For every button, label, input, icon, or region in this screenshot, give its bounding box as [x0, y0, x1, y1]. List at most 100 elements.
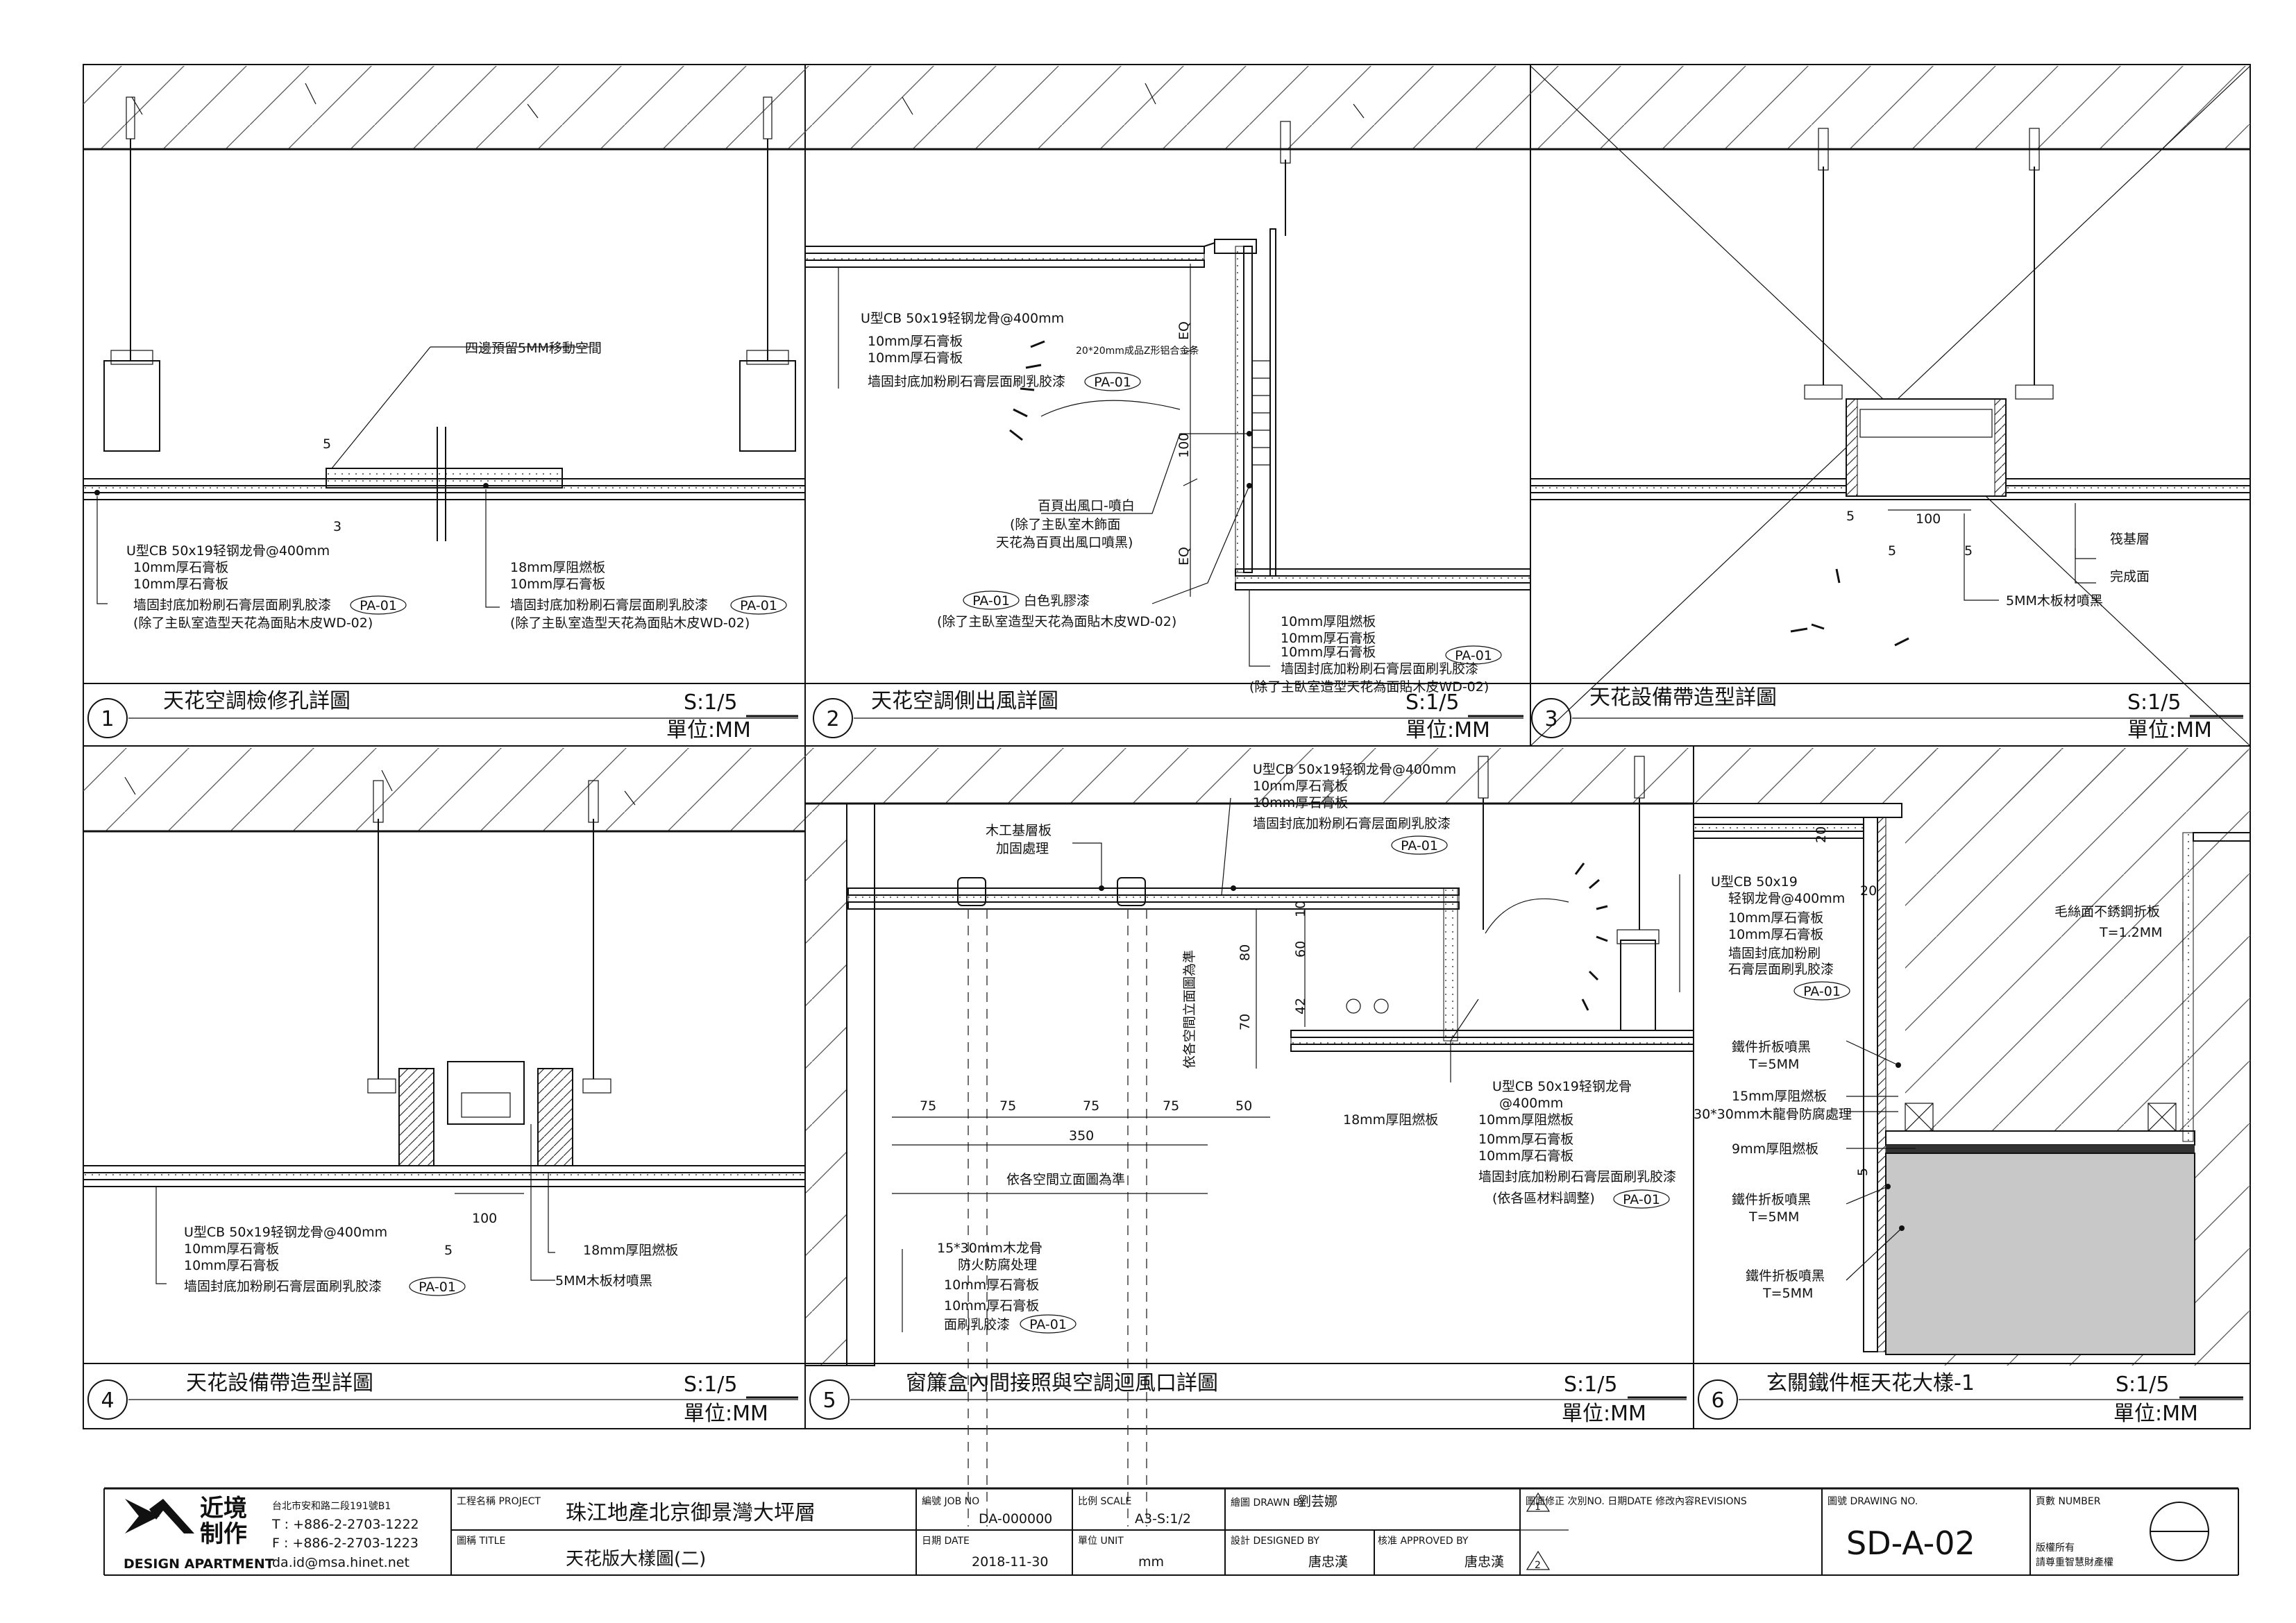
p5-note-1: U型CB 50x19轻钢龙骨@400mm — [1253, 762, 1456, 777]
p3-dim-3: 5 — [1888, 543, 1896, 559]
tb-job-label: 編號 JOB NO — [922, 1496, 979, 1507]
p2-note-3: 10mm厚石膏板 — [868, 350, 963, 366]
logo-en: DESIGN APARTMENT — [124, 1556, 274, 1572]
p5-note-18: 依各空間立面圖為準 — [1006, 1172, 1125, 1187]
p5-dim-4: 42 — [1293, 998, 1308, 1014]
tb-date-label: 日期 DATE — [922, 1536, 970, 1547]
p3-note-2: 完成面 — [2110, 569, 2150, 584]
p5-note-3: 10mm厚石膏板 — [1253, 794, 1348, 810]
p6-note-5: 墙固封底加粉刷 — [1728, 946, 1821, 961]
p5-dim-10: 50 — [1235, 1098, 1252, 1114]
p1-dim-2: 3 — [333, 519, 341, 534]
p5-dim-7: 75 — [999, 1098, 1016, 1114]
tb-copyright-1: 版權所有 — [2036, 1543, 2075, 1554]
p5-note-2: 10mm厚石膏板 — [1253, 778, 1348, 794]
tb-rev2: 2 — [1535, 1560, 1541, 1571]
p6-note-9: T=1.2MM — [2099, 925, 2163, 940]
p4-note-7: 5MM木板材噴黑 — [555, 1273, 652, 1289]
p5-note-17: PA-01 — [1623, 1192, 1660, 1207]
p2-note-15: 10mm厚石膏板 — [1281, 644, 1376, 660]
panel-5-detail — [804, 748, 1694, 1527]
p5-dim-9: 75 — [1163, 1098, 1179, 1114]
p6-note-6: 石膏层面刷乳胶漆 — [1728, 961, 1834, 977]
tb-approved: 唐忠漢 — [1464, 1554, 1504, 1570]
title-block — [103, 1487, 2239, 1576]
p1-number: 1 — [101, 707, 114, 731]
tb-copyright-2: 請尊重智慧財產權 — [2036, 1556, 2113, 1568]
p5-dim-3: 80 — [1238, 944, 1253, 961]
p2-unit: 單位:MM — [1406, 718, 1490, 742]
p2-note-14: 10mm厚石膏板 — [1281, 630, 1376, 646]
p2-note-16: 墙固封底加粉刷石膏层面刷乳胶漆 — [1281, 661, 1478, 677]
p2-note-13: 10mm厚阻燃板 — [1281, 614, 1376, 629]
p2-note-11: 白色乳膠漆 — [1024, 593, 1090, 609]
p6-number: 6 — [1711, 1388, 1724, 1413]
p2-dim-1: EQ — [1176, 321, 1192, 340]
p6-note-11: T=5MM — [1748, 1057, 1799, 1072]
p2-note-6: 20*20mm成品Z形铝合金条 — [1076, 345, 1199, 357]
p2-dim-3: EQ — [1176, 547, 1192, 566]
p4-title: 天花設備帶造型詳圖 — [186, 1371, 373, 1395]
p3-dim-4: 5 — [1964, 543, 1973, 559]
p5-note-6: 木工基層板 — [986, 823, 1052, 838]
p2-note-8: (除了主臥室木飾面 — [1010, 517, 1120, 532]
p6-note-3: 10mm厚石膏板 — [1728, 910, 1823, 926]
panel-1-detail — [83, 66, 806, 608]
p4-unit: 單位:MM — [684, 1402, 768, 1426]
p2-note-5: PA-01 — [1094, 375, 1131, 390]
p6-note-8: 毛絲面不銹鋼折板 — [2054, 904, 2160, 919]
tb-revisions-label: 圖面修正 次別NO. 日期DATE 修改內容REVISIONS — [1526, 1495, 1747, 1507]
p3-dim-1: 5 — [1846, 509, 1855, 524]
tb-drawn: 劉芸娜 — [1298, 1494, 1337, 1509]
p3-title: 天花設備帶造型詳圖 — [1589, 686, 1777, 710]
p4-note-2: 10mm厚石膏板 — [184, 1241, 279, 1257]
tb-drawing-no: SD-A-02 — [1846, 1524, 1975, 1562]
p6-note-17: 鐵件折板噴黑 — [1746, 1268, 1825, 1284]
p5-note-24: PA-01 — [1029, 1317, 1067, 1332]
p5-number: 5 — [822, 1388, 836, 1413]
p5-dim-2: 60 — [1293, 941, 1308, 958]
p1-note-3: 10mm厚石膏板 — [133, 559, 228, 575]
p1-note-8: 18mm厚阻燃板 — [510, 560, 605, 575]
p6-unit: 單位:MM — [2113, 1402, 2198, 1426]
p6-note-16: T=5MM — [1748, 1209, 1799, 1225]
p2-note-4: 墙固封底加粉刷石膏层面刷乳胶漆 — [868, 373, 1065, 389]
p4-dim-2: 100 — [472, 1211, 497, 1226]
tb-unit: mm — [1138, 1554, 1164, 1570]
tb-designed-label: 設計 DESIGNED BY — [1231, 1536, 1319, 1547]
p6-dim-2: 20 — [1860, 883, 1877, 899]
tb-page-label: 頁數 NUMBER — [2036, 1496, 2101, 1507]
p1-dim-1: 5 — [323, 436, 331, 452]
p4-scale: S:1/5 — [684, 1373, 737, 1397]
p6-note-13: 30*30mm木龍骨防腐處理 — [1694, 1107, 1852, 1122]
p5-note-22: 10mm厚石膏板 — [944, 1298, 1039, 1314]
p1-note-2: U型CB 50x19轻钢龙骨@400mm — [126, 543, 330, 559]
tb-drawn-label: 繪圖 DRAWN BY — [1231, 1497, 1306, 1509]
p6-title: 玄關鐵件框天花大樣-1 — [1766, 1371, 1975, 1395]
p1-note-12: (除了主臥室造型天花為面貼木皮WD-02) — [510, 615, 750, 631]
tb-rev1: 1 — [1535, 1502, 1541, 1513]
p5-note-23: 面刷乳胶漆 — [944, 1317, 1010, 1332]
p5-unit: 單位:MM — [1562, 1402, 1646, 1426]
p4-number: 4 — [101, 1388, 114, 1413]
logo-cn-2: 制作 — [200, 1520, 247, 1548]
p1-note-11: PA-01 — [740, 598, 777, 613]
p5-dim-8: 75 — [1083, 1098, 1099, 1114]
p2-note-12: (除了主臥室造型天花為面貼木皮WD-02) — [937, 614, 1176, 629]
p1-unit: 單位:MM — [666, 718, 751, 742]
p2-note-7: 百頁出風口-噴白 — [1038, 498, 1135, 513]
p4-note-3: 10mm厚石膏板 — [184, 1257, 279, 1273]
p3-dim-2: 100 — [1916, 511, 1941, 527]
tb-scale: A3-S:1/2 — [1135, 1511, 1191, 1527]
p6-note-14: 9mm厚阻燃板 — [1732, 1141, 1818, 1157]
panel-4-detail — [83, 748, 806, 1284]
p6-note-10: 鐵件折板噴黑 — [1732, 1039, 1811, 1055]
p1-note-9: 10mm厚石膏板 — [510, 576, 605, 592]
p6-note-2: 轻钢龙骨@400mm — [1728, 891, 1845, 906]
p1-note-5: 墙固封底加粉刷石膏层面刷乳胶漆 — [133, 597, 331, 613]
tb-scale-label: 比例 SCALE — [1078, 1496, 1131, 1507]
p4-note-1: U型CB 50x19轻钢龙骨@400mm — [184, 1225, 387, 1240]
p5-note-4: 墙固封底加粉刷石膏层面刷乳胶漆 — [1253, 815, 1451, 831]
tb-title: 天花版大樣圖(二) — [566, 1549, 706, 1570]
